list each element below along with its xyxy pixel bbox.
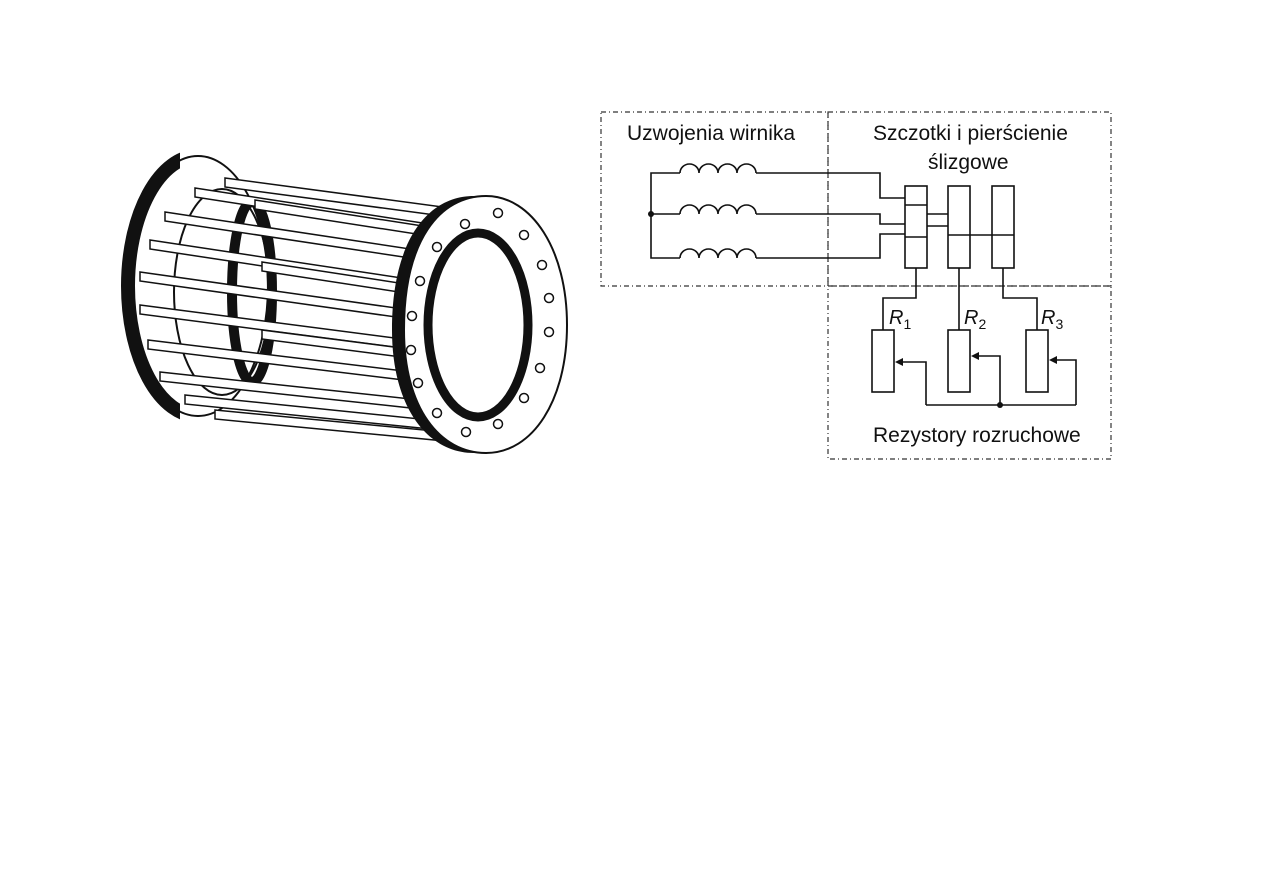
brushes-label-line1: Szczotki i pierścienie [873, 122, 1068, 145]
slip-rings [904, 185, 1015, 269]
rotor-windings-box [600, 111, 829, 287]
winding-coil-2 [679, 204, 757, 215]
resistor-label-r2: R2 [964, 307, 986, 332]
end-ring-holes [405, 207, 555, 438]
resistor-label-r1: R1 [889, 307, 911, 332]
resistor-r1 [871, 329, 927, 405]
resistor-common-node [997, 402, 1003, 408]
winding-coil-1 [679, 163, 757, 174]
winding-coil-3 [679, 248, 757, 259]
resistor-label-r3: R3 [1041, 307, 1063, 332]
front-end-ring [392, 194, 569, 455]
star-point-node [648, 211, 654, 217]
rotor-windings-label: Uzwojenia wirnika [627, 122, 795, 145]
slip-ring-1 [904, 185, 928, 269]
resistor-r3 [1025, 329, 1077, 405]
starting-resistors-label: Rezystory rozruchowe [873, 424, 1081, 447]
slip-ring-3 [991, 185, 1015, 269]
resistor-r2 [947, 329, 1001, 405]
brushes-label-line2: ślizgowe [928, 151, 1009, 174]
winding-to-ring-wires [756, 172, 905, 259]
rotor-windings [648, 163, 757, 259]
slip-ring-2 [947, 185, 971, 269]
ring-to-resistor-wires [882, 268, 1038, 330]
